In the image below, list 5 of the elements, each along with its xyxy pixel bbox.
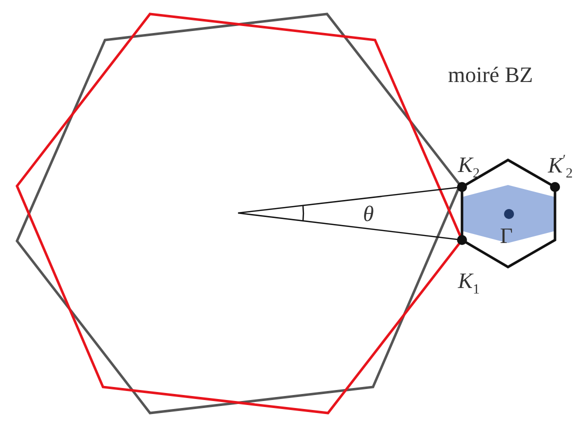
panel-title: moiré BZ [448,64,533,86]
angle-label: θ [363,203,374,225]
point-label: Γ [500,225,513,247]
point-label: K$_{1}$ [458,270,480,298]
point-label: K$_{2}$ [458,154,480,182]
